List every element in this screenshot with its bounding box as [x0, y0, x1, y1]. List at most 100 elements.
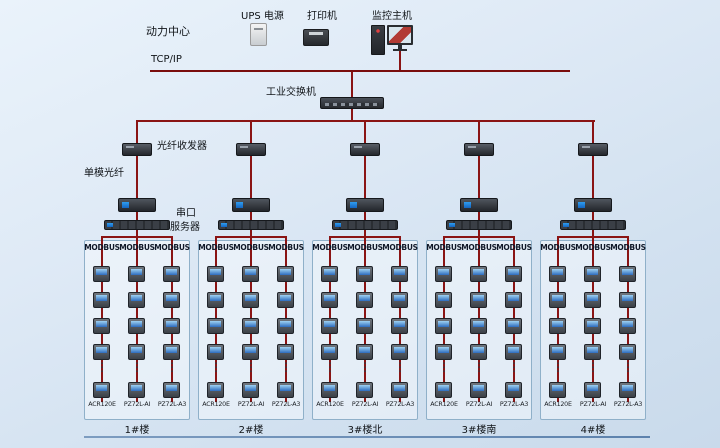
modbus-label: MODBUS [575, 243, 611, 252]
meter-icon [549, 318, 566, 334]
building-label: 4#楼 [580, 425, 606, 436]
ellipsis: ⋮ [622, 360, 634, 374]
printer-icon [303, 29, 329, 46]
meter-model-label: PZ72L-A3 [157, 401, 187, 408]
ellipsis: ⋮ [324, 360, 336, 374]
host-drop-line [399, 51, 401, 70]
ellipsis: ⋮ [359, 360, 371, 374]
ellipsis: ⋮ [438, 360, 450, 374]
meter-icon [584, 318, 601, 334]
ellipsis: ⋮ [245, 360, 257, 374]
building-label: 1#楼 [124, 425, 150, 436]
meter-model-label: PZ72L-A3 [271, 401, 301, 408]
meter-icon [470, 318, 487, 334]
serial-server-rack-icon [560, 220, 626, 230]
serial-server-icon [232, 198, 270, 212]
modbus-label: MODBUS [347, 243, 383, 252]
meter-model-label: ACR120E [430, 401, 458, 408]
meter-icon [435, 318, 452, 334]
single-mode-fiber-line [250, 156, 252, 198]
ups-label: UPS 电源 [241, 11, 284, 22]
serial-server-label-1: 串口 [176, 208, 196, 219]
serial-server-rack-icon [446, 220, 512, 230]
fiber-uplink-line [592, 120, 594, 143]
meter-icon [277, 382, 294, 398]
meter-icon [505, 318, 522, 334]
tcpip-label: TCP/IP [151, 54, 182, 65]
meter-icon [435, 382, 452, 398]
meter-icon [277, 344, 294, 360]
fiber-uplink-line [364, 120, 366, 143]
bus-feed-line [136, 230, 138, 236]
monitor-icon [387, 25, 413, 45]
fiber-transceiver-label: 光纤收发器 [157, 141, 207, 152]
meter-icon [277, 292, 294, 308]
fiber-transceiver-icon [122, 143, 152, 156]
ellipsis: ⋮ [166, 360, 178, 374]
meter-icon [549, 382, 566, 398]
meter-icon [207, 344, 224, 360]
meter-icon [128, 292, 145, 308]
building-branch: MODBUS ⋮ ACR120E MODBUS ⋮ PZ72L-AI MODBU… [426, 120, 532, 440]
modbus-label: MODBUS [461, 243, 497, 252]
meter-icon [356, 382, 373, 398]
meter-icon [242, 318, 259, 334]
building-label: 3#楼北 [347, 425, 383, 436]
switch-label: 工业交换机 [266, 87, 316, 98]
server-link-line [136, 212, 138, 220]
meter-icon [93, 266, 110, 282]
meter-icon [163, 382, 180, 398]
meter-icon [549, 292, 566, 308]
meter-icon [163, 318, 180, 334]
server-link-line [478, 212, 480, 220]
serial-server-icon [118, 198, 156, 212]
meter-icon [356, 292, 373, 308]
building-label: 3#楼南 [461, 425, 497, 436]
modbus-label: MODBUS [268, 243, 304, 252]
modbus-label: MODBUS [540, 243, 576, 252]
ellipsis: ⋮ [96, 360, 108, 374]
fiber-transceiver-icon [578, 143, 608, 156]
serial-server-rack-icon [218, 220, 284, 230]
meter-icon [321, 382, 338, 398]
meter-icon [356, 344, 373, 360]
bus-feed-line [592, 230, 594, 236]
meter-icon [356, 266, 373, 282]
meter-icon [470, 266, 487, 282]
printer-label: 打印机 [307, 11, 337, 22]
fiber-transceiver-icon [464, 143, 494, 156]
meter-icon [321, 344, 338, 360]
meter-icon [128, 266, 145, 282]
serial-server-icon [346, 198, 384, 212]
meter-model-label: PZ72L-A3 [613, 401, 643, 408]
modbus-label: MODBUS [233, 243, 269, 252]
meter-model-label: PZ72L-AI [579, 401, 607, 408]
meter-icon [549, 344, 566, 360]
fiber-uplink-line [250, 120, 252, 143]
meter-icon [391, 292, 408, 308]
meter-icon [242, 266, 259, 282]
ellipsis: ⋮ [280, 360, 292, 374]
meter-icon [128, 344, 145, 360]
meter-icon [93, 318, 110, 334]
tcpip-line [150, 70, 570, 72]
meter-icon [391, 344, 408, 360]
meter-icon [391, 318, 408, 334]
meter-icon [207, 292, 224, 308]
bus-feed-line [364, 230, 366, 236]
ups-icon [250, 23, 267, 46]
meter-model-label: ACR120E [88, 401, 116, 408]
meter-icon [93, 382, 110, 398]
meter-model-label: PZ72L-AI [237, 401, 265, 408]
modbus-label: MODBUS [84, 243, 120, 252]
meter-icon [619, 292, 636, 308]
single-mode-fiber-label: 单模光纤 [84, 168, 124, 179]
meter-icon [321, 318, 338, 334]
meter-icon [277, 266, 294, 282]
serial-server-label-2: 服务器 [170, 222, 200, 233]
meter-icon [242, 382, 259, 398]
single-mode-fiber-line [478, 156, 480, 198]
meter-icon [619, 382, 636, 398]
modbus-label: MODBUS [426, 243, 462, 252]
meter-icon [470, 344, 487, 360]
